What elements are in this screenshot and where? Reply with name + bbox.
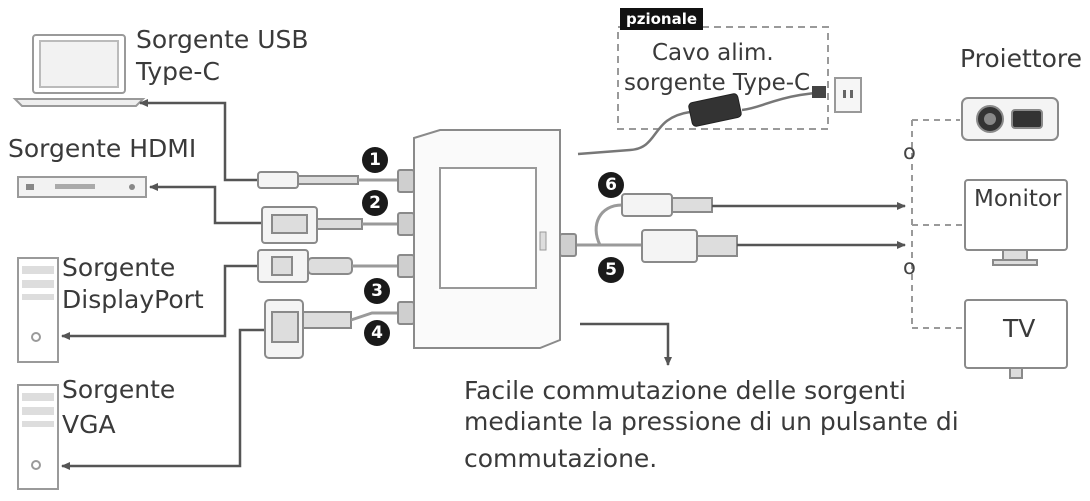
kvm-switch-icon xyxy=(413,129,561,349)
laptop-icon xyxy=(12,34,146,107)
switch-note: Facile commutazione delle sorgenti media… xyxy=(464,375,959,474)
callout-5: 5 xyxy=(598,257,624,283)
callout-1: 1 xyxy=(362,147,388,173)
power-cable-label-line2: sorgente Type-C xyxy=(624,70,811,96)
vga-source-label: Sorgente xyxy=(62,375,176,404)
dp-source-label: Sorgente xyxy=(62,253,176,282)
usb-source-label-line2: Type-C xyxy=(136,57,220,86)
pc-tower-icon xyxy=(17,384,59,490)
callout-2: 2 xyxy=(362,190,388,216)
power-adapter-icon xyxy=(688,90,823,127)
hdmi-source-label: Sorgente HDMI xyxy=(8,134,197,163)
set-top-box-icon xyxy=(17,176,147,198)
callout-3: 3 xyxy=(364,278,390,304)
callout-4: 4 xyxy=(364,320,390,346)
vga-source-label-line2: VGA xyxy=(62,410,116,439)
wall-outlet-icon xyxy=(812,77,862,113)
power-cable-label: Cavo alim. xyxy=(652,40,774,66)
usb-source-label: Sorgente USB xyxy=(136,25,309,54)
tv-label: TV xyxy=(1003,314,1036,343)
note-line-3: commutazione. xyxy=(464,444,658,473)
pc-tower-icon xyxy=(17,257,59,363)
or-label-2: o xyxy=(903,255,916,279)
optional-badge: pzionale xyxy=(620,8,704,30)
projector-icon xyxy=(961,97,1059,141)
or-label-1: o xyxy=(903,140,916,164)
note-line-2: mediante la pressione di un pulsante di xyxy=(464,407,959,436)
monitor-label: Monitor xyxy=(974,186,1062,212)
note-line-1: Facile commutazione delle sorgenti xyxy=(464,376,907,405)
monitor-icon xyxy=(964,179,1068,266)
callout-6: 6 xyxy=(598,172,624,198)
tv-icon xyxy=(964,299,1068,379)
dp-source-label-line2: DisplayPort xyxy=(62,285,204,314)
projector-label: Proiettore xyxy=(960,44,1082,73)
